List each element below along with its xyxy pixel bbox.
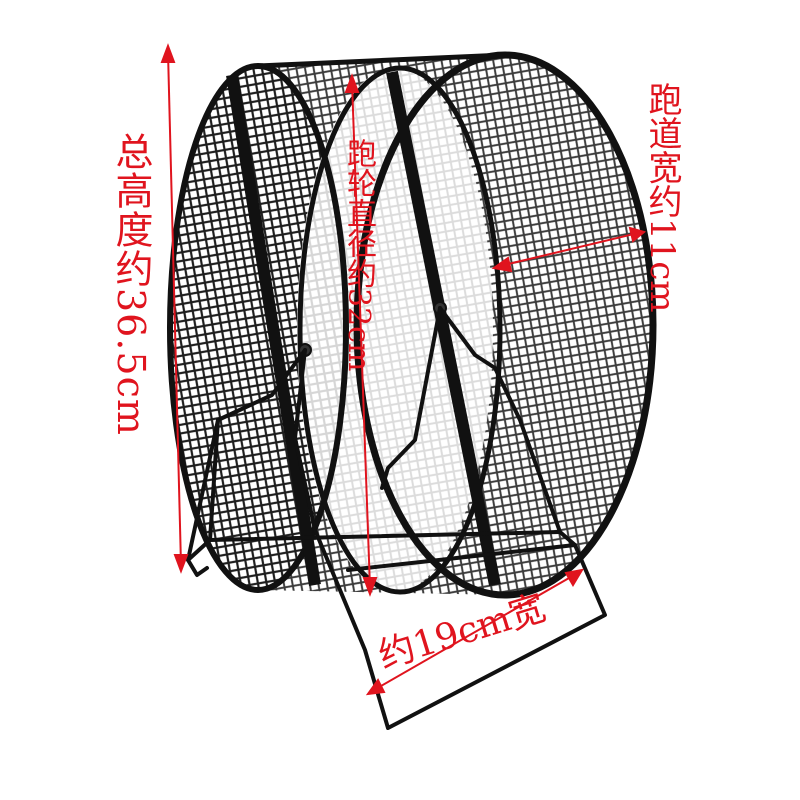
track-width-arrow xyxy=(499,232,639,267)
wheel-front-opening xyxy=(297,68,493,592)
wheel-spoke-back xyxy=(226,74,321,586)
wheel-spoke-front xyxy=(386,70,501,587)
wheel-top-edge xyxy=(257,52,506,69)
wheel-diameter-label: 跑轮直径约32cm xyxy=(341,138,376,372)
track-width-label: 跑道宽约11cm xyxy=(642,82,682,313)
diameter-arrow xyxy=(351,81,371,589)
base-width-arrow xyxy=(373,573,577,691)
wheel-front-rim xyxy=(353,51,657,599)
total-height-label: 总高度约36.5cm xyxy=(109,132,153,436)
wheel-inner-rim xyxy=(297,65,503,595)
total-height-arrow xyxy=(167,51,182,566)
dimension-lines xyxy=(160,43,647,696)
hamster-wheel-icon xyxy=(167,51,657,730)
